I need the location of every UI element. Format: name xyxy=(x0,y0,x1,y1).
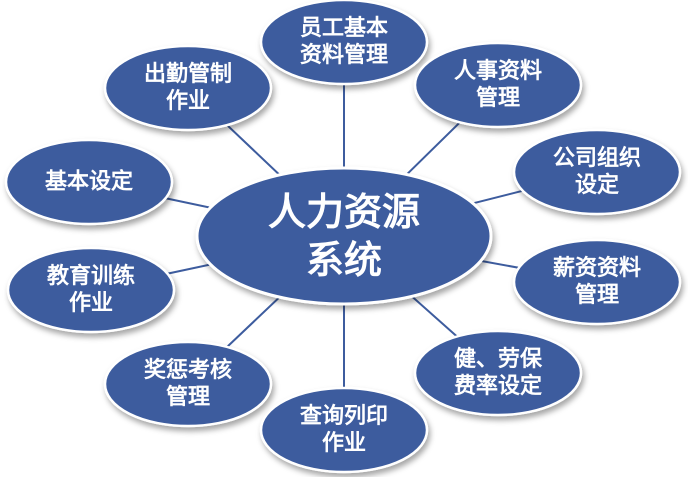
node-ellipse-basic-settings xyxy=(4,138,174,226)
node-salary-data-line-2: 管理 xyxy=(575,282,619,308)
node-org-settings-line-1: 公司组织 xyxy=(553,145,641,171)
node-ellipse-employee-data xyxy=(259,0,429,86)
center-title-line-2: 系统 xyxy=(306,238,382,282)
node-personnel-data-line-2: 管理 xyxy=(476,85,520,111)
node-ellipse-org-settings xyxy=(512,128,682,216)
node-training-line-1: 教育训练 xyxy=(47,263,135,289)
node-basic-settings: 基本设定 xyxy=(4,138,174,226)
node-ellipse-insurance-rate xyxy=(413,329,583,417)
node-insurance-rate-line-2: 费率设定 xyxy=(454,373,542,399)
node-insurance-rate-line-1: 健、劳保 xyxy=(454,346,543,372)
node-basic-settings-line-1: 基本设定 xyxy=(45,169,133,195)
node-reward-assessment-line-2: 管理 xyxy=(166,384,210,410)
node-ellipse-attendance xyxy=(103,44,273,132)
node-reward-assessment-line-1: 奖惩考核 xyxy=(144,357,232,383)
node-ellipse-query-print xyxy=(259,386,429,474)
node-org-settings-line-2: 设定 xyxy=(575,172,619,198)
node-query-print-line-2: 作业 xyxy=(322,431,366,456)
node-employee-data-line-2: 资料管理 xyxy=(300,42,388,68)
node-personnel-data-line-1: 人事资料 xyxy=(454,58,542,84)
node-employee-data-line-1: 员工基本 xyxy=(300,16,388,41)
node-attendance-line-1: 出勤管制 xyxy=(144,61,232,87)
center-ellipse xyxy=(195,166,493,306)
node-ellipse-personnel-data xyxy=(413,41,583,129)
node-ellipse-training xyxy=(6,246,176,334)
center-title-line-1: 人力资源 xyxy=(268,190,420,234)
node-attendance-line-2: 作业 xyxy=(166,89,210,114)
node-training-line-2: 作业 xyxy=(69,291,113,316)
satellite-nodes: 员工基本资料管理人事资料管理公司组织设定薪资资料管理健、劳保费率设定查询列印作业… xyxy=(4,0,682,474)
node-query-print-line-1: 查询列印 xyxy=(300,403,388,429)
node-ellipse-salary-data xyxy=(512,238,682,326)
node-salary-data-line-1: 薪资资料 xyxy=(553,255,641,281)
node-ellipse-reward-assessment xyxy=(103,340,273,428)
